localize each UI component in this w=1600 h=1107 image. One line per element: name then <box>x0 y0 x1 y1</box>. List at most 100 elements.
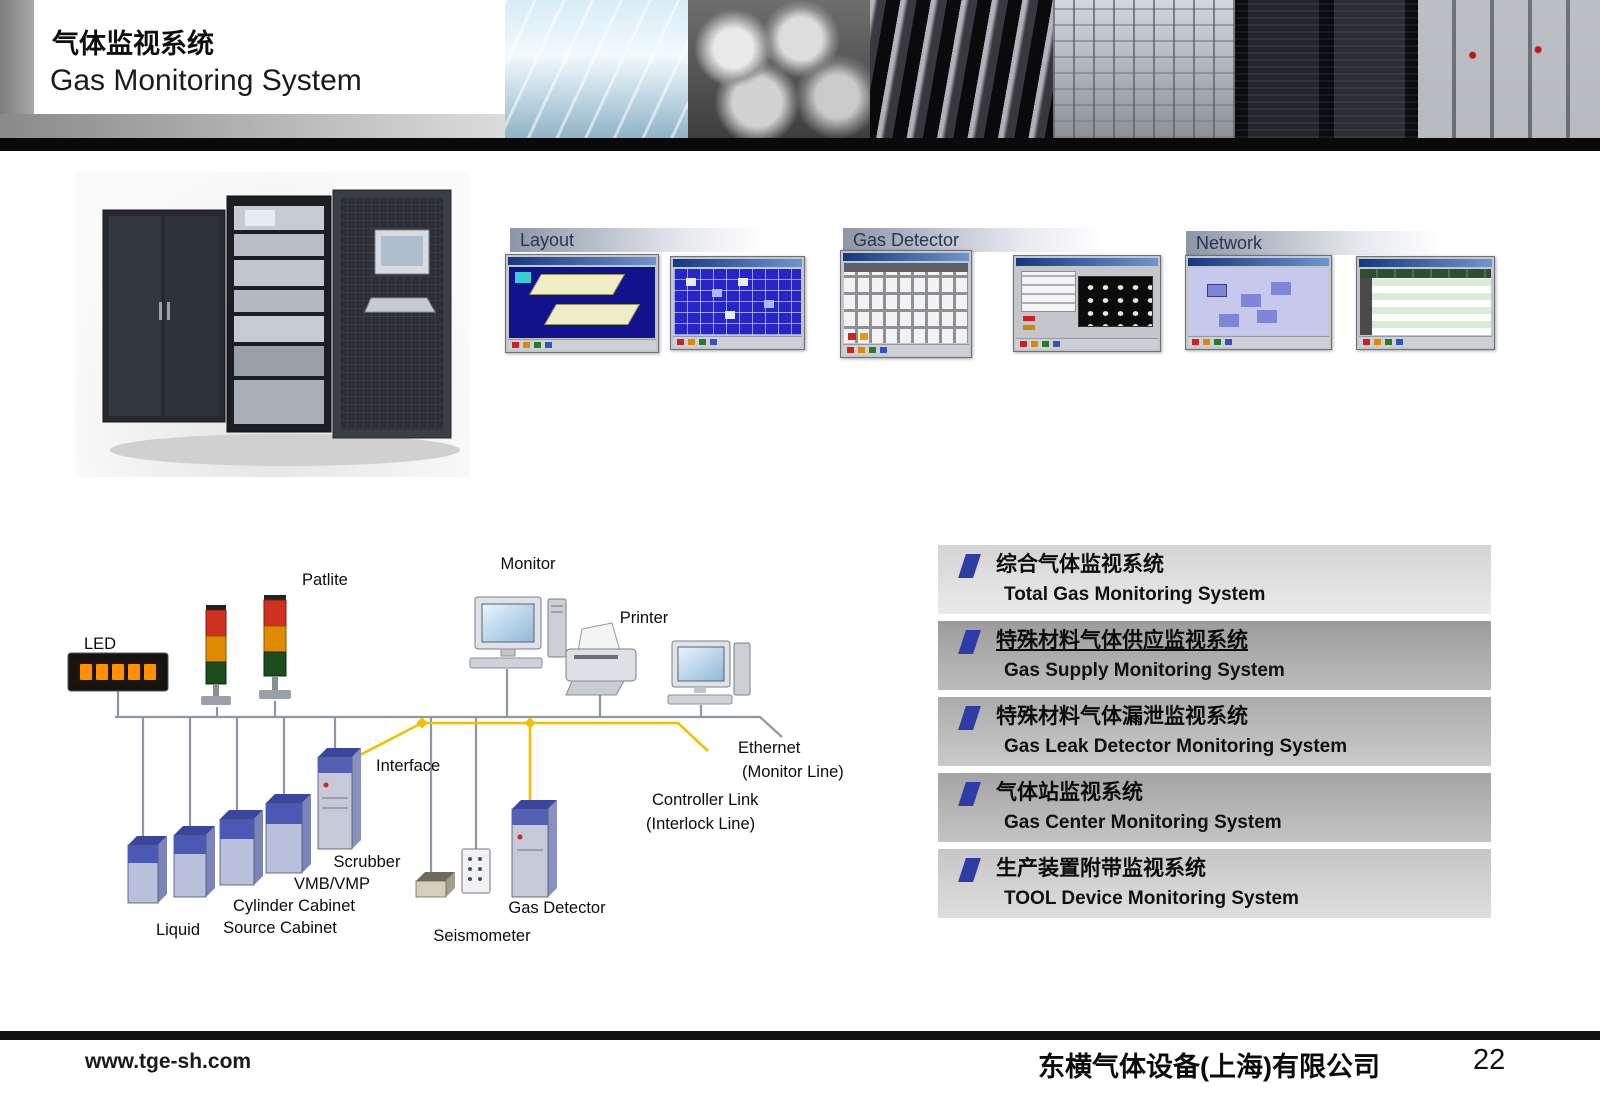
interface-cabinet <box>317 748 361 850</box>
gas-detector-remote <box>461 848 491 894</box>
system-name-en: TOOL Device Monitoring System <box>1004 888 1299 909</box>
photo-gas-spheres <box>687 0 870 138</box>
network-map-content <box>1189 268 1328 335</box>
detector-status-content <box>1017 268 1157 337</box>
alarm-chips <box>1022 324 1036 331</box>
footer-company-name: 东横气体设备(上海)有限公司 <box>1038 1052 1380 1082</box>
screen-titlebar <box>843 253 969 261</box>
label-monitor: Monitor <box>500 555 556 573</box>
screen-titlebar <box>673 259 802 267</box>
interlock-line-wires <box>355 721 709 809</box>
patlite-tower-1 <box>201 605 231 705</box>
system-name-en: Gas Supply Monitoring System <box>1004 660 1285 681</box>
panel-header-strip <box>844 263 968 272</box>
floor-plan-upper <box>529 274 626 296</box>
list-item: 气体站监视系统 Gas Center Monitoring System <box>938 773 1491 842</box>
bullet-icon <box>958 706 981 730</box>
status-row-list <box>1021 271 1077 313</box>
label-interlock-line: (Interlock Line) <box>646 815 755 833</box>
layout-plan-content <box>509 267 655 338</box>
list-item: 特殊材料气体供应监视系统 Gas Supply Monitoring Syste… <box>938 621 1491 690</box>
screen-titlebar <box>1016 258 1158 266</box>
photo-dark-cabinets <box>1235 0 1418 138</box>
list-item: 生产装置附带监视系统 TOOL Device Monitoring System <box>938 849 1491 918</box>
system-diagram: LED Patlite Monitor Printer Interface Et… <box>67 555 844 945</box>
footer-divider-bar <box>0 1031 1600 1040</box>
page-title-en: Gas Monitoring System <box>50 64 362 97</box>
system-name-zh: 特殊材料气体漏泄监视系统 <box>996 705 1248 728</box>
system-name-en: Total Gas Monitoring System <box>1004 584 1266 605</box>
photo-overhead-piping <box>870 0 1053 138</box>
detector-panel-content <box>844 263 968 343</box>
label-controller-link: Controller Link <box>652 791 759 809</box>
label-printer: Printer <box>620 609 669 627</box>
system-name-zh: 气体站监视系统 <box>996 781 1143 804</box>
plan-legend-box <box>514 271 531 283</box>
screen-status-chips <box>677 339 684 345</box>
table-left-column <box>1360 278 1372 335</box>
bullet-icon <box>958 630 981 654</box>
label-ethernet: Ethernet <box>738 739 801 757</box>
table-rows <box>1360 278 1491 335</box>
cabinets-illustration <box>102 189 460 466</box>
screen-toolbar <box>673 336 802 347</box>
screen-toolbar <box>1188 336 1329 347</box>
network-table-content <box>1360 269 1491 335</box>
source-cabinet-box <box>265 794 311 874</box>
system-name-en: Gas Leak Detector Monitoring System <box>1004 736 1348 757</box>
layout-grid-content <box>674 269 801 335</box>
header-divider-bar <box>0 138 1600 151</box>
liquid-cabinet-2 <box>173 826 215 898</box>
screen-toolbar <box>1359 336 1492 347</box>
label-vmb-vmp: VMB/VMP <box>294 875 370 893</box>
system-name-zh: 特殊材料气体供应监视系统 <box>996 629 1248 652</box>
label-liquid: Liquid <box>156 921 200 939</box>
system-name-en: Gas Center Monitoring System <box>1004 812 1282 833</box>
monitor-line-wires <box>115 669 783 881</box>
header-accent-vertical <box>0 0 34 114</box>
network-map-screen <box>1185 255 1332 350</box>
label-cylinder-cabinet: Cylinder Cabinet <box>233 897 355 915</box>
detector-status-screen <box>1013 255 1161 352</box>
gas-detector-cabinet <box>511 800 557 898</box>
screen-toolbar <box>1016 338 1158 349</box>
label-scrubber: Scrubber <box>334 853 401 871</box>
label-monitor-line: (Monitor Line) <box>742 763 844 781</box>
page-title-zh: 气体监视系统 <box>52 29 214 59</box>
label-source-cabinet: Source Cabinet <box>223 919 337 937</box>
screen-status-chips <box>847 347 854 353</box>
bullet-icon <box>958 554 981 578</box>
page-number: 22 <box>1473 1044 1506 1076</box>
system-name-zh: 生产装置附带监视系统 <box>996 857 1206 880</box>
photo-facility-structure <box>1052 0 1235 138</box>
screen-toolbar <box>508 339 656 350</box>
bullet-icon <box>958 858 981 882</box>
label-gas-detector: Gas Detector <box>508 899 606 917</box>
bullet-icon <box>958 782 981 806</box>
status-matrix-panel <box>1078 276 1153 327</box>
screen-titlebar <box>508 257 656 265</box>
label-interface: Interface <box>376 757 440 775</box>
screen-status-chips <box>1020 341 1027 347</box>
monitor-workstation <box>469 596 567 669</box>
alarm-chips <box>848 333 856 340</box>
gallery-label-network: Network <box>1186 231 1436 255</box>
printer-device <box>565 622 637 696</box>
led-display <box>67 652 169 692</box>
screen-status-chips <box>512 342 519 348</box>
workstation-2 <box>667 640 751 705</box>
interlock-junction-markers <box>416 717 536 729</box>
label-patlite: Patlite <box>302 571 348 589</box>
liquid-cabinet <box>127 836 167 904</box>
gallery-label-gas-detector: Gas Detector <box>843 228 1098 252</box>
screen-toolbar <box>843 344 969 355</box>
seismometer-box <box>415 872 455 898</box>
systems-list: 综合气体监视系统 Total Gas Monitoring System 特殊材… <box>938 545 1491 925</box>
photo-control-cabinets <box>1417 0 1600 138</box>
footer-website: www.tge-sh.com <box>85 1050 252 1073</box>
system-name-zh: 综合气体监视系统 <box>996 553 1164 576</box>
layout-grid-screen <box>670 256 805 350</box>
gallery-label-layout: Layout <box>510 228 760 252</box>
layout-plan-screen <box>505 254 659 353</box>
screen-status-chips <box>1192 339 1199 345</box>
